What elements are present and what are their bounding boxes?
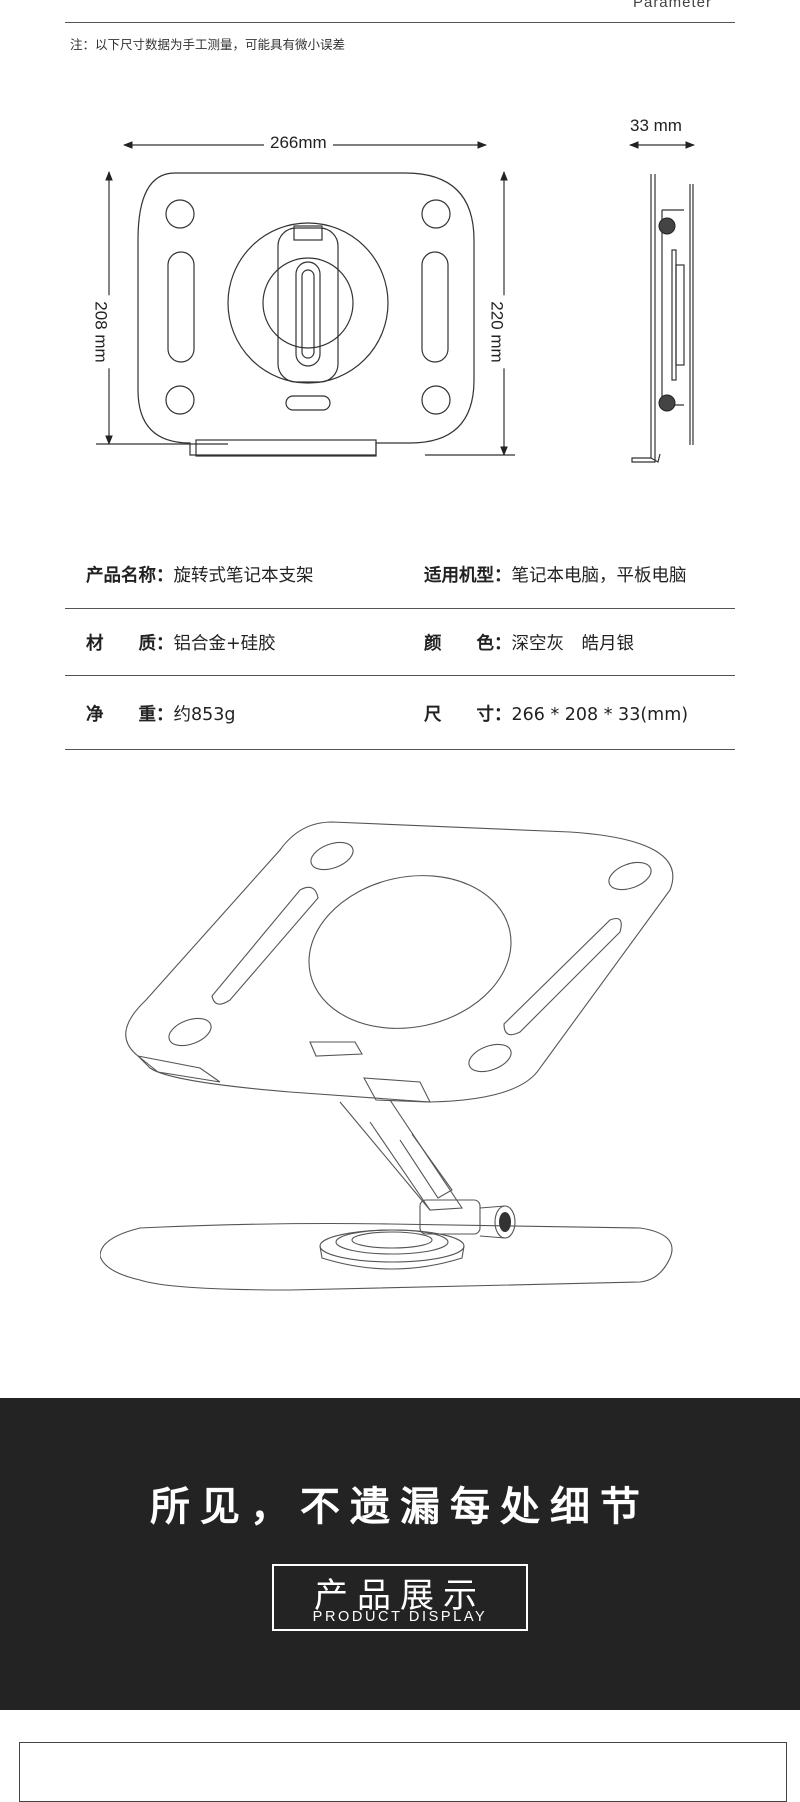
spec-compatible-models: 适用机型：笔记本电脑，平板电脑 [424,566,687,586]
measurement-note: 注：以下尺寸数据为手工测量，可能具有微小误差 [70,37,346,52]
dim-width-label: 266mm [264,133,333,153]
spec-divider [65,675,735,676]
top-divider [65,22,735,23]
stand-perspective-drawing [100,821,674,1291]
dim-height-left-label: 208 mm [90,295,111,369]
spec-color: 颜 色：深空灰 皓月银 [424,634,634,654]
spec-divider [65,749,735,750]
side-view-drawing [629,141,695,463]
spec-weight: 净 重：约853g [86,705,236,725]
spec-divider [65,608,735,609]
dim-height-right-label: 220 mm [486,295,507,369]
spec-material: 材 质：铝合金+硅胶 [86,634,276,654]
front-view-drawing [96,141,515,457]
product-display-box: 产品展示 PRODUCT DISPLAY [272,1564,528,1631]
banner-slogan: 所见，不遗漏每处细节 [150,1484,650,1530]
product-display-title-cn: 产品展示 [314,1576,486,1616]
section-title-en: Parameter [632,0,712,11]
spec-size: 尺 寸：266 * 208 * 33(mm) [424,705,689,725]
next-section-frame [19,1742,787,1802]
spec-product-name: 产品名称：旋转式笔记本支架 [86,566,314,586]
dark-banner: 所见，不遗漏每处细节 产品展示 PRODUCT DISPLAY [0,1398,800,1710]
dim-depth-label: 33 mm [630,116,682,135]
product-display-title-en: PRODUCT DISPLAY [312,1609,488,1625]
